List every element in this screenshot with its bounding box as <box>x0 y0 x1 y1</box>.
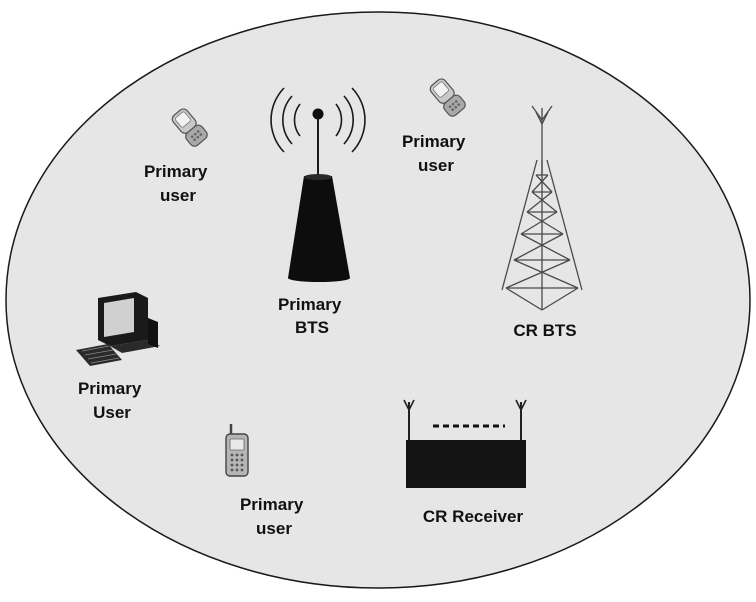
label-primary-user-top-left: Primary user <box>144 162 212 205</box>
cell-tower-icon <box>270 87 366 282</box>
mobile-phone-icon <box>225 424 249 477</box>
flip-phone-icon <box>429 78 466 117</box>
coverage-area <box>5 11 751 589</box>
desktop-computer-icon <box>76 292 160 366</box>
label-primary-user-top-right: Primary user <box>402 132 470 175</box>
label-cr-bts: CR BTS <box>513 321 576 340</box>
label-primary-user-computer: Primary User <box>78 379 146 422</box>
flip-phone-icon <box>171 108 208 147</box>
label-cr-receiver: CR Receiver <box>423 507 524 526</box>
label-primary-bts: Primary BTS <box>278 295 346 337</box>
lattice-tower-icon <box>501 105 583 311</box>
label-primary-user-bottom: Primary user <box>240 495 308 538</box>
receiver-box-icon <box>403 399 527 488</box>
